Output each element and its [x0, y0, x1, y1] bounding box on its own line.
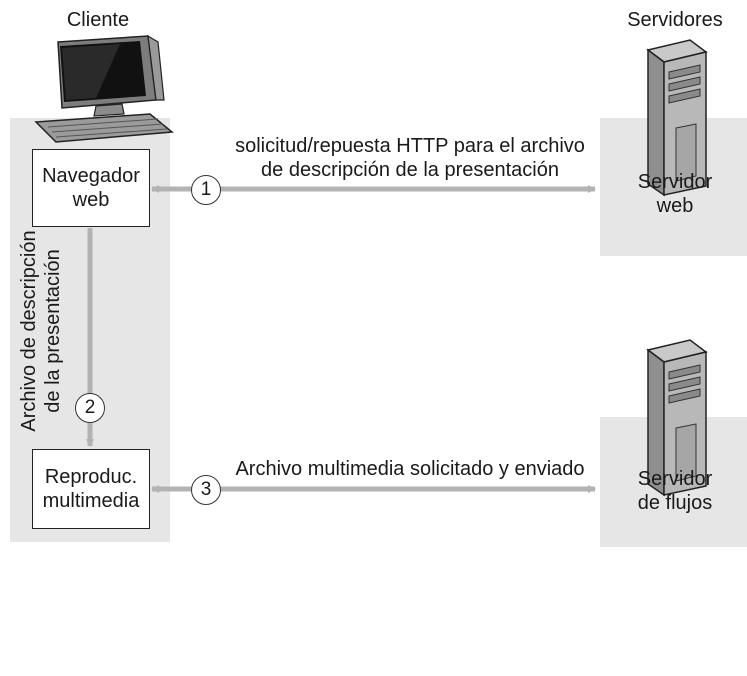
step1-caption: solicitud/repuesta HTTP para el archivo … — [210, 134, 610, 182]
web-browser-box: Navegador web — [32, 149, 150, 227]
step3-caption: Archivo multimedia solicitado y enviado — [235, 458, 585, 480]
web-browser-label-line1: Navegador — [42, 165, 140, 187]
step2-caption-line2: de la presentación — [42, 249, 64, 413]
step1-number-badge: 1 — [191, 175, 221, 205]
web-server-label-line2: web — [656, 195, 694, 217]
step2-number-badge: 2 — [75, 393, 105, 423]
media-player-box: Reproduc. multimedia — [32, 449, 150, 529]
stream-server-icon — [646, 339, 708, 497]
stream-server-label: Servidor de flujos — [612, 467, 738, 515]
step3-number-badge: 3 — [191, 475, 221, 505]
stream-server-label-line1: Servidor — [637, 468, 713, 490]
stream-server-label-line2: de flujos — [637, 492, 713, 514]
web-server-icon — [646, 39, 708, 197]
servers-title: Servidores — [627, 9, 723, 31]
step1-caption-line2: de descripción de la presentación — [261, 159, 559, 181]
client-title: Cliente — [66, 9, 130, 31]
step2-caption: Archivo de descripción de la presentació… — [17, 230, 77, 676]
web-browser-label-line2: web — [72, 189, 110, 211]
web-server-label-line1: Servidor — [637, 171, 713, 193]
step1-caption-line1: solicitud/repuesta HTTP para el archivo — [235, 135, 585, 157]
media-player-label-line1: Reproduc. — [44, 466, 138, 488]
web-server-label: Servidor web — [612, 170, 738, 218]
computer-icon — [34, 34, 174, 143]
media-player-label-line2: multimedia — [42, 490, 140, 512]
step2-caption-line1: Archivo de descripción — [18, 230, 40, 432]
